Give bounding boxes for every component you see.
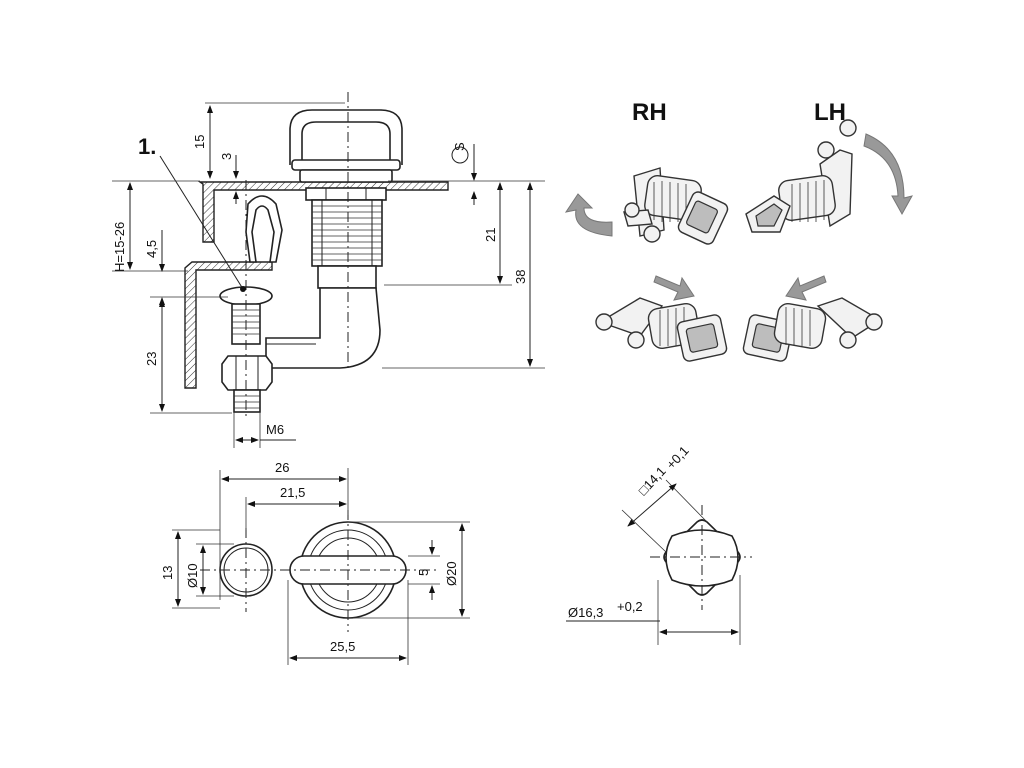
dim-21: 21 [483,228,498,242]
dim-thread: M6 [266,422,284,437]
panel-bracket [197,181,449,243]
lh-latch-view-2 [742,275,883,362]
cam-elbow [265,287,381,369]
dim-dia-tol: +0,2 [617,599,643,614]
threaded-body [311,199,383,267]
rh-latch-view [564,167,729,245]
dim-21-5: 21,5 [280,485,305,500]
handle-ring-inner [301,121,391,160]
dim-13: 13 [160,566,175,580]
s-symbol [451,146,469,164]
lh-latch-view [745,119,913,233]
rh-latch-view-2 [595,275,728,362]
item-marker: 1. [138,134,156,159]
dim-26: 26 [275,460,289,475]
dim-h-range: H=15-26 [112,222,127,272]
top-view: 26 21,5 13 Ø10 5 Ø20 25,5 [160,460,470,665]
side-view: 1. 15 3 H=15-26 4,5 23 M6 S [112,92,545,448]
dim-3: 3 [219,153,234,160]
dim-dia20: Ø20 [444,561,459,586]
dim-4-5: 4,5 [144,240,159,258]
dim-square-tol: +0,1 [663,443,691,472]
dim-dia10: Ø10 [185,563,200,588]
frame-bracket [184,261,273,389]
dim-38: 38 [513,270,528,284]
dim-5: 5 [416,569,431,576]
body-nut [305,187,387,201]
latch-clip [245,195,283,263]
dim-23: 23 [144,352,159,366]
dim-square-size: □14,1 [635,464,669,498]
dim-15: 15 [192,135,207,149]
label-lh: LH [814,99,846,126]
hex-nut [221,355,273,391]
label-rh: RH [632,99,667,126]
square-profile: □14,1 +0,1 Ø16,3 +0,2 [566,443,752,645]
dim-25-5: 25,5 [330,639,355,654]
svg-text:S: S [452,142,467,151]
handle-ring [289,109,403,165]
thread-lines [312,200,382,266]
rosette [291,159,401,171]
dim-dia16-3: Ø16,3 [568,605,603,620]
